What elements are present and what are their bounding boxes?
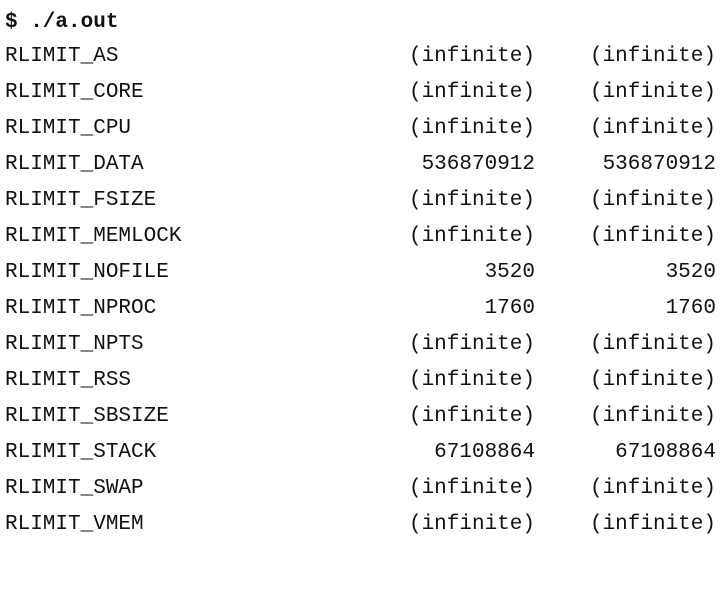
- limit-row: RLIMIT_SBSIZE (infinite) (infinite): [5, 399, 720, 435]
- limit-row: RLIMIT_FSIZE (infinite) (infinite): [5, 183, 720, 219]
- soft-limit-value: (infinite): [408, 405, 535, 428]
- limit-row: RLIMIT_SWAP (infinite) (infinite): [5, 471, 720, 507]
- limit-name: RLIMIT_SBSIZE: [5, 405, 169, 428]
- soft-limit-value: (infinite): [408, 117, 535, 140]
- limit-name: RLIMIT_STACK: [5, 441, 157, 464]
- soft-limit-value: 67108864: [434, 441, 535, 464]
- limit-name: RLIMIT_AS: [5, 45, 119, 68]
- limit-name: RLIMIT_DATA: [5, 153, 144, 176]
- hard-limit-value: (infinite): [589, 369, 716, 392]
- soft-limit-value: (infinite): [408, 45, 535, 68]
- limit-name: RLIMIT_NOFILE: [5, 261, 169, 284]
- limit-row: RLIMIT_VMEM (infinite) (infinite): [5, 507, 720, 543]
- limit-row: RLIMIT_NPTS (infinite) (infinite): [5, 327, 720, 363]
- limit-name: RLIMIT_FSIZE: [5, 189, 157, 212]
- hard-limit-value: 536870912: [602, 153, 716, 176]
- hard-limit-value: (infinite): [589, 81, 716, 104]
- soft-limit-value: 3520: [484, 261, 535, 284]
- command-line: $ ./a.out: [5, 11, 119, 34]
- limit-name: RLIMIT_CPU: [5, 117, 132, 140]
- soft-limit-value: (infinite): [408, 189, 535, 212]
- hard-limit-value: 67108864: [615, 441, 716, 464]
- limit-name: RLIMIT_MEMLOCK: [5, 225, 182, 248]
- limit-row: RLIMIT_AS (infinite) (infinite): [5, 39, 720, 75]
- hard-limit-value: (infinite): [589, 477, 716, 500]
- hard-limit-value: 3520: [665, 261, 716, 284]
- soft-limit-value: 536870912: [421, 153, 535, 176]
- limit-name: RLIMIT_RSS: [5, 369, 132, 392]
- hard-limit-value: 1760: [665, 297, 716, 320]
- limit-name: RLIMIT_VMEM: [5, 513, 144, 536]
- hard-limit-value: (infinite): [589, 405, 716, 428]
- soft-limit-value: (infinite): [408, 513, 535, 536]
- limit-name: RLIMIT_NPROC: [5, 297, 157, 320]
- hard-limit-value: (infinite): [589, 45, 716, 68]
- terminal-output: $ ./a.out RLIMIT_AS(infinite)(infinite)R…: [5, 6, 720, 543]
- hard-limit-value: (infinite): [589, 117, 716, 140]
- limit-name: RLIMIT_SWAP: [5, 477, 144, 500]
- limit-row: RLIMIT_DATA 536870912 536870912: [5, 147, 720, 183]
- limit-name: RLIMIT_NPTS: [5, 333, 144, 356]
- soft-limit-value: 1760: [484, 297, 535, 320]
- limit-row: RLIMIT_RSS (infinite) (infinite): [5, 363, 720, 399]
- hard-limit-value: (infinite): [589, 333, 716, 356]
- soft-limit-value: (infinite): [408, 369, 535, 392]
- soft-limit-value: (infinite): [408, 81, 535, 104]
- limits-list: RLIMIT_AS(infinite)(infinite)RLIMIT_CORE…: [5, 39, 720, 543]
- hard-limit-value: (infinite): [589, 225, 716, 248]
- limit-name: RLIMIT_CORE: [5, 81, 144, 104]
- limit-row: RLIMIT_CORE (infinite) (infinite): [5, 75, 720, 111]
- limit-row: RLIMIT_STACK 67108864 67108864: [5, 435, 720, 471]
- limit-row: RLIMIT_NOFILE 3520 3520: [5, 255, 720, 291]
- soft-limit-value: (infinite): [408, 225, 535, 248]
- limit-row: RLIMIT_MEMLOCK (infinite) (infinite): [5, 219, 720, 255]
- soft-limit-value: (infinite): [408, 477, 535, 500]
- soft-limit-value: (infinite): [408, 333, 535, 356]
- limit-row: RLIMIT_CPU (infinite) (infinite): [5, 111, 720, 147]
- hard-limit-value: (infinite): [589, 189, 716, 212]
- hard-limit-value: (infinite): [589, 513, 716, 536]
- limit-row: RLIMIT_NPROC 1760 1760: [5, 291, 720, 327]
